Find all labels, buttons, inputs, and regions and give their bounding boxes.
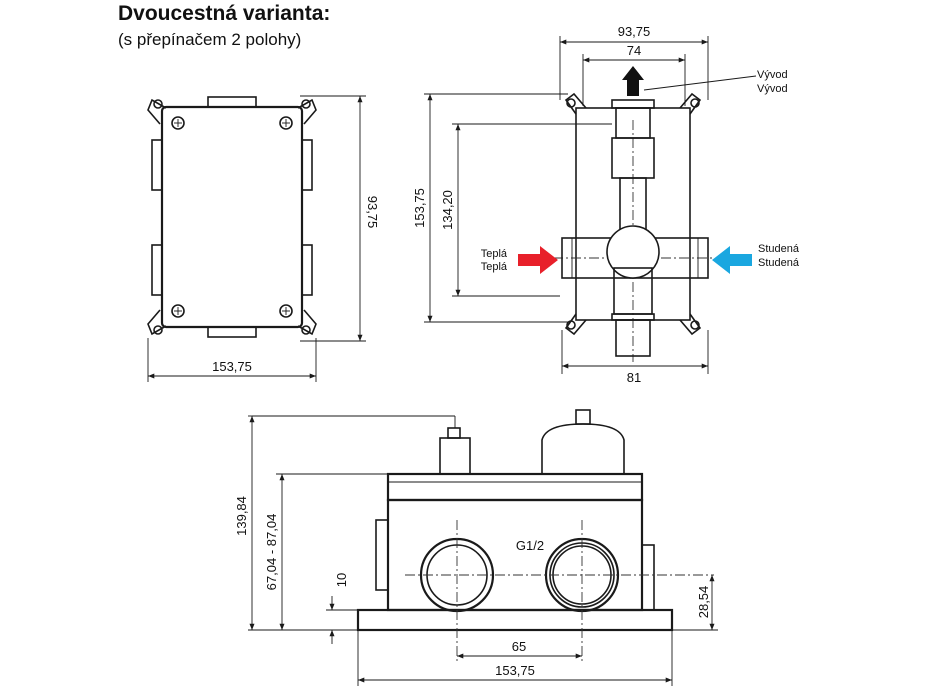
side-view: Vývod Vývod Teplá Teplá Studená Studená … — [412, 24, 800, 385]
cartridge-stem — [439, 437, 471, 475]
side-inner-height-dim: 134,20 — [440, 190, 455, 230]
cold-label: Studená — [758, 257, 800, 269]
cold-arrow-icon — [712, 246, 752, 274]
front-tab-top — [207, 96, 257, 108]
screw-icon — [279, 304, 293, 318]
front-height-dim: 93,75 — [365, 196, 380, 229]
depth-range-dim: 67,04 - 87,04 — [264, 514, 279, 591]
switch-knob — [541, 423, 625, 474]
front-ear-bl — [147, 309, 167, 336]
outlet-arrow-icon — [622, 66, 644, 96]
total-height-dim: 139,84 — [234, 496, 249, 536]
page-subtitle: (s přepínačem 2 polohy) — [118, 30, 302, 49]
front-body — [160, 105, 304, 329]
front-view: 153,75 93,75 — [147, 95, 380, 382]
side-top-width-dim: 93,75 — [618, 24, 651, 39]
front-ear-tl — [147, 98, 167, 125]
page-title: Dvoucestná varianta: — [118, 2, 331, 25]
front-ear-br — [297, 309, 317, 336]
side-inner-width-dim: 74 — [627, 43, 641, 58]
front-width-dim: 153,75 — [212, 359, 252, 374]
port-spacing-dim: 65 — [512, 639, 526, 654]
thread-label: G1/2 — [516, 538, 544, 553]
screw-icon — [171, 116, 185, 130]
hot-arrow-icon — [518, 246, 558, 274]
cover-plate — [386, 472, 644, 502]
side-outer-height-dim: 153,75 — [412, 188, 427, 228]
cold-label: Studená — [758, 243, 800, 255]
front-ear-tr — [297, 98, 317, 125]
valve-body — [606, 225, 660, 279]
axis-height-dim: 28,54 — [696, 586, 711, 619]
screw-icon — [171, 304, 185, 318]
front-tab-bottom — [207, 326, 257, 338]
side-bottom-width-dim: 81 — [627, 370, 641, 385]
base-plate — [356, 608, 674, 632]
bottom-view: G1/2 139,84 67,04 - 87,04 10 28,54 65 15… — [234, 409, 718, 686]
bottom-width-dim: 153,75 — [495, 663, 535, 678]
hot-label: Teplá — [481, 261, 508, 273]
hot-label: Teplá — [481, 248, 508, 260]
offset-dim: 10 — [334, 573, 349, 587]
outlet-label: Vývod — [757, 83, 788, 95]
outlet-label: Vývod — [757, 69, 788, 81]
screw-icon — [279, 116, 293, 130]
